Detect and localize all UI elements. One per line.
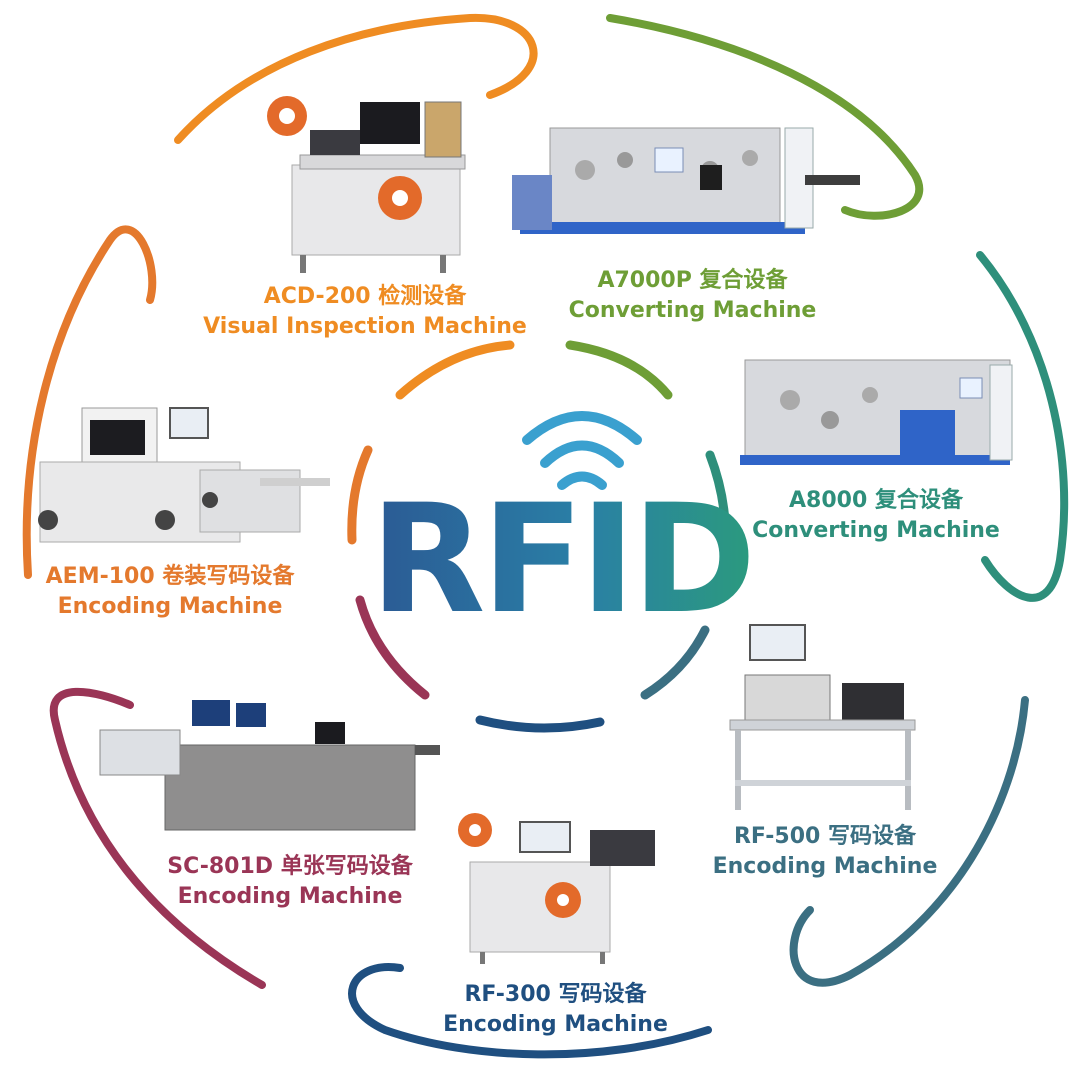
rf-300-model: RF-300 写码设备	[464, 982, 647, 1007]
acd-200-desc: Visual Inspection Machine	[203, 314, 527, 339]
a8000-desc: Converting Machine	[752, 518, 1000, 543]
label-aem-100: AEM-100 卷装写码设备 Encoding Machine	[30, 562, 310, 622]
machine-rf-300	[458, 813, 655, 964]
a7000p-desc: Converting Machine	[568, 298, 817, 323]
ring-seg-green	[565, 340, 673, 400]
label-acd-200: ACD-200 检测设备 Visual Inspection Machine	[200, 282, 530, 342]
aem-100-model: AEM-100 卷装写码设备	[45, 564, 295, 589]
arrow-orange-top	[174, 13, 538, 144]
arrow-blue-bottom	[348, 963, 712, 1059]
rfid-title: RFID	[370, 485, 756, 635]
arrow-slate-bottom-right	[789, 696, 1029, 987]
label-rf-500: RF-500 写码设备 Encoding Machine	[705, 822, 945, 882]
outer-arrows	[22, 13, 1069, 1059]
rf-300-desc: Encoding Machine	[443, 1012, 668, 1037]
arrow-teal-right	[976, 251, 1069, 602]
ring-seg-orange	[395, 340, 515, 400]
machine-a7000p	[512, 127, 860, 234]
ring-seg-orange-left	[347, 445, 373, 545]
sc-801d-model: SC-801D 单张写码设备	[167, 854, 413, 879]
a8000-model: A8000 复合设备	[789, 488, 963, 513]
label-a7000p: A7000P 复合设备 Converting Machine	[560, 266, 825, 326]
arrow-orange-left	[22, 225, 157, 579]
label-a8000: A8000 复合设备 Converting Machine	[745, 486, 1007, 546]
inner-ring	[347, 340, 731, 733]
wifi-signal-icon	[522, 411, 642, 490]
ring-seg-teal	[705, 450, 731, 595]
aem-100-desc: Encoding Machine	[57, 594, 283, 619]
rf-500-desc: Encoding Machine	[712, 854, 938, 879]
sc-801d-desc: Encoding Machine	[177, 884, 403, 909]
machine-acd-200	[267, 96, 466, 273]
acd-200-model: ACD-200 检测设备	[263, 284, 467, 309]
machine-rf-500	[729, 624, 916, 810]
machine-aem-100	[38, 407, 330, 543]
rf-500-model: RF-500 写码设备	[733, 824, 916, 849]
label-rf-300: RF-300 写码设备 Encoding Machine	[438, 980, 673, 1040]
label-sc-801d: SC-801D 单张写码设备 Encoding Machine	[150, 852, 430, 912]
ring-seg-red	[355, 595, 430, 700]
arrow-green-top-right	[606, 14, 924, 220]
arrow-red-bottom-left	[49, 687, 266, 989]
ring-seg-blue	[475, 715, 605, 733]
machine-sc-801d	[99, 700, 440, 831]
ring-seg-slate	[640, 625, 710, 700]
a7000p-model: A7000P 复合设备	[597, 268, 788, 293]
machine-a8000	[740, 359, 1013, 465]
rfid-title-text: RFID	[370, 473, 756, 647]
